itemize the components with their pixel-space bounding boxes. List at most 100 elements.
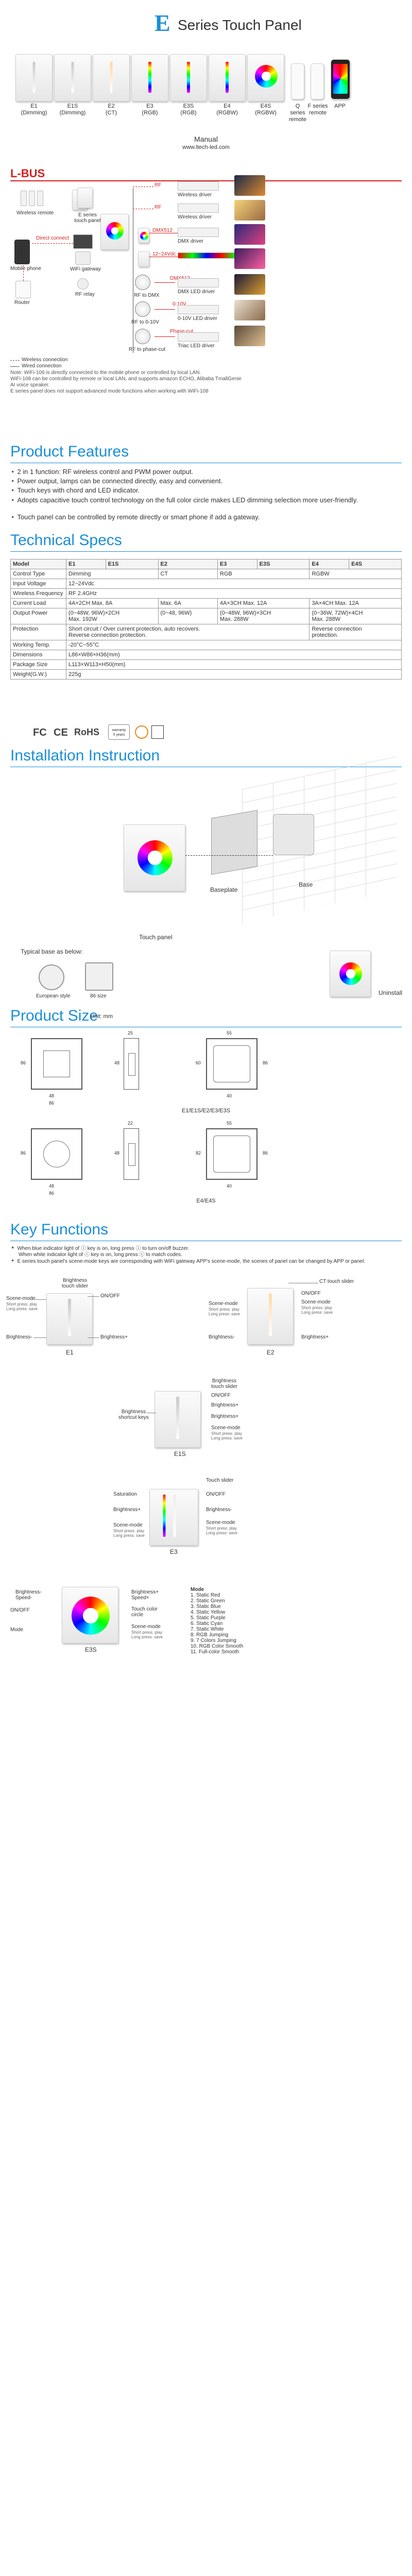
e1-diagram bbox=[46, 1293, 93, 1345]
feature-item: Power output, lamps can be connected dir… bbox=[11, 477, 403, 485]
wireless-driver-label-1: Wireless driver bbox=[178, 192, 212, 198]
feature-item: Touch panel can be controlled by remote … bbox=[11, 513, 403, 521]
product-e2: E2(CT) bbox=[106, 103, 117, 116]
legend-wireless: Wireless connection bbox=[22, 357, 68, 363]
page-title: Series Touch Panel bbox=[178, 17, 302, 33]
rf-relay-label: RF relay bbox=[75, 292, 95, 297]
baseplate-label: Baseplate bbox=[210, 886, 238, 893]
product-lineup bbox=[0, 54, 412, 142]
e-series-panel-label: E series touch panel bbox=[74, 212, 101, 224]
size-title: Product Size bbox=[10, 1007, 98, 1024]
key-title: Key Functions bbox=[10, 1221, 109, 1238]
side-view-2 bbox=[124, 1128, 139, 1180]
front-view-1 bbox=[31, 1038, 82, 1090]
v010-label: 0-10V bbox=[173, 301, 186, 307]
e2-diagram bbox=[247, 1288, 294, 1345]
table-row: Output Power (0~48W, 96W)×2CH Max. 192W … bbox=[10, 608, 402, 624]
table-row: Input Voltage 12~24Vdc bbox=[10, 579, 402, 589]
product-e4s: E4S(RGBW) bbox=[255, 103, 277, 116]
ce-logo: CE bbox=[54, 727, 68, 738]
product-e1: E1(Dimming) bbox=[21, 103, 47, 116]
cert-badge bbox=[135, 725, 148, 739]
size-unit: Unit: mm bbox=[90, 1013, 113, 1020]
typical-base-label: Typical base as below: bbox=[21, 948, 83, 955]
wireless-driver-label-2: Wireless driver bbox=[178, 214, 212, 220]
triac-driver-label: Triac LED driver bbox=[178, 343, 215, 349]
key-note-2: E series touch panel's scene-mode keys a… bbox=[11, 1257, 403, 1265]
size-caption-1: E1/E1S/E2/E3/E3S bbox=[181, 1108, 231, 1114]
size-caption-2: E4/E4S bbox=[196, 1198, 216, 1204]
european-label: European style bbox=[36, 993, 71, 999]
dmx-led-driver-label: DMX LED driver bbox=[178, 289, 215, 295]
e1s-diagram bbox=[154, 1391, 201, 1448]
features-title: Product Features bbox=[10, 443, 129, 460]
front-view-2 bbox=[31, 1128, 82, 1180]
product-e3s: E3S(RGB) bbox=[180, 103, 197, 116]
product-e1s: E1S(Dimming) bbox=[59, 103, 86, 116]
european-box bbox=[39, 964, 64, 990]
b86-label: 86 size bbox=[90, 993, 107, 999]
wireless-remote-label: Wireless remote bbox=[16, 210, 54, 216]
wifi-gateway-label: WiFi gateway bbox=[70, 266, 101, 272]
rohs-logo: RoHS bbox=[74, 727, 99, 737]
table-row: Dimensions L86×W86×H36(mm) bbox=[10, 650, 402, 660]
table-row: Current Load 4A×2CH Max. 8A Max. 6A 4A×3… bbox=[10, 598, 402, 608]
e3-diagram bbox=[149, 1489, 198, 1546]
product-e3: E3(RGB) bbox=[142, 103, 158, 116]
dmx-driver-label: DMX driver bbox=[178, 239, 204, 244]
rf-to-dmx-label: RF to DMX bbox=[134, 293, 160, 298]
back-view-2 bbox=[206, 1128, 258, 1180]
uninstall-label: Uninstall bbox=[379, 989, 403, 996]
manual-label: Manual bbox=[194, 135, 218, 143]
uninstall-panel bbox=[330, 951, 371, 997]
fc-logo: FC bbox=[33, 727, 47, 738]
rf-to-phase-label: RF to phase-cut bbox=[129, 347, 166, 352]
side-view-1 bbox=[124, 1038, 139, 1090]
cert-badge bbox=[151, 725, 164, 739]
table-row: Working Temp. -20°C~55°C bbox=[10, 640, 402, 650]
back-view-1 bbox=[206, 1038, 258, 1090]
key-note-1: When blue indicator light of ⓘ key is on… bbox=[11, 1244, 403, 1251]
feature-item: Adopts capacitive touch control technolo… bbox=[11, 496, 403, 504]
header-logo: E bbox=[154, 10, 170, 36]
table-row: Package Size L113×W113×H50(mm) bbox=[10, 659, 402, 670]
specs-title: Technical Specs bbox=[10, 532, 122, 549]
dmx512-label-1: DMX512 bbox=[152, 228, 173, 233]
key-note-1b: When white indicator light of ⓘ key is o… bbox=[19, 1252, 182, 1258]
router-label: Router bbox=[14, 300, 30, 306]
system-diagram: L-BUS Wireless remote E series touch pan… bbox=[0, 165, 412, 397]
legend-wired: Wired connection bbox=[22, 363, 62, 369]
lbus-brand: L-BUS bbox=[10, 167, 45, 180]
table-row: Weight(G.W.) 225g bbox=[10, 669, 402, 680]
rf-label-2: RF bbox=[154, 205, 162, 210]
touch-panel-label: Touch panel bbox=[139, 934, 173, 941]
feature-item: 2 in 1 function: RF wireless control and… bbox=[11, 468, 403, 476]
system-note: Note: WiFi-106 is directly connected to … bbox=[10, 370, 242, 394]
product-e4: E4(RGBW) bbox=[216, 103, 238, 116]
website-link[interactable]: www.ltech-led.com bbox=[182, 144, 230, 150]
baseplate bbox=[211, 810, 258, 875]
mobile-phone-label: Mobile phone bbox=[10, 266, 42, 272]
install-touch-panel bbox=[124, 824, 185, 891]
product-app: APP bbox=[334, 103, 346, 109]
feature-item: Touch keys with chord and LED indicator. bbox=[11, 486, 403, 494]
rf-label-1: RF bbox=[154, 182, 162, 188]
e3s-diagram bbox=[62, 1587, 118, 1643]
installation-title: Installation Instruction bbox=[10, 747, 160, 764]
base-label: Base bbox=[299, 881, 313, 888]
direct-connect-label: Direct connect bbox=[36, 235, 69, 241]
table-row: Wireless Frequency RF 2.4GHz bbox=[10, 588, 402, 599]
table-row: Protection Short circuit / Over current … bbox=[10, 624, 402, 640]
led-driver-010-label: 0-10V LED driver bbox=[178, 316, 217, 321]
voltage-label: 12~24Vdc bbox=[152, 251, 176, 257]
table-row: Control Type Dimming CT RGB RGBW bbox=[10, 569, 402, 579]
base-box bbox=[273, 814, 314, 855]
b86-box bbox=[85, 962, 113, 991]
rf-to-010-label: RF to 0-10V bbox=[131, 319, 159, 325]
